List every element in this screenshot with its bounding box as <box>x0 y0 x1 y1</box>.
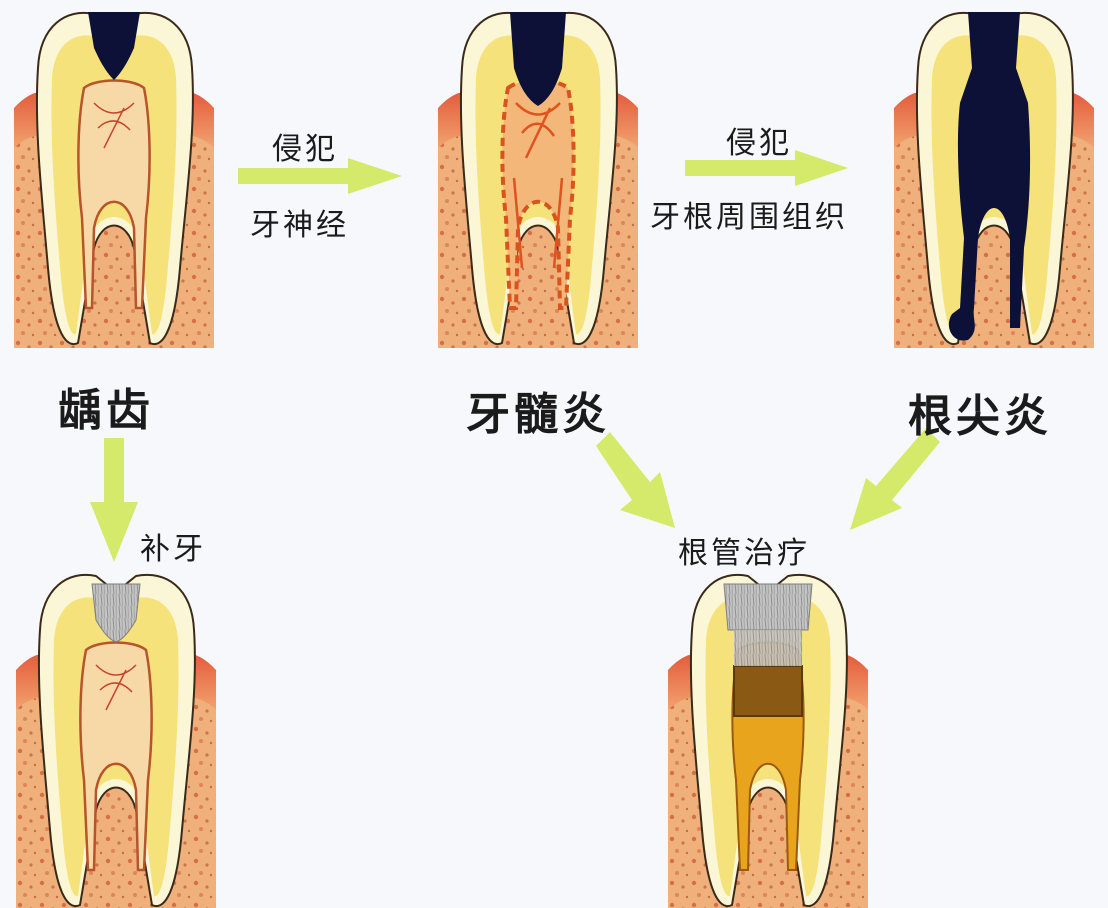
arrow2-top-text: 侵犯 <box>726 126 792 161</box>
label-filling: 补牙 <box>140 532 206 567</box>
canal-seal <box>733 665 803 717</box>
arrow1-bottom-text: 牙神经 <box>250 208 349 243</box>
arrows <box>90 150 940 562</box>
tooth-root-canal <box>667 573 869 908</box>
label-periapical: 根尖炎 <box>908 391 1052 442</box>
label-caries: 龋齿 <box>58 385 154 436</box>
infection-spread <box>948 12 1031 341</box>
arrow2-bottom-text: 牙根周围组织 <box>650 200 848 235</box>
decay-cavity <box>510 12 566 106</box>
arrow1-top-text: 侵犯 <box>272 132 338 167</box>
label-pulpitis: 牙髓炎 <box>466 389 610 440</box>
arrow-pulpitis-to-rootcanal <box>596 432 675 528</box>
label-root-canal: 根管治疗 <box>678 536 810 571</box>
tooth-pulpitis <box>437 11 639 349</box>
arrow-caries-to-pulpitis <box>238 158 402 194</box>
tooth-caries <box>13 11 215 349</box>
arrow-periapical-to-rootcanal <box>850 428 940 530</box>
tooth-periapical <box>893 11 1095 349</box>
filling-material <box>91 583 141 643</box>
tooth-filled <box>15 573 217 908</box>
crown-filling <box>723 583 813 631</box>
decay-cavity <box>88 12 140 80</box>
arrow-pulpitis-to-periapical <box>685 150 848 186</box>
arrow-caries-to-filling <box>90 438 138 562</box>
